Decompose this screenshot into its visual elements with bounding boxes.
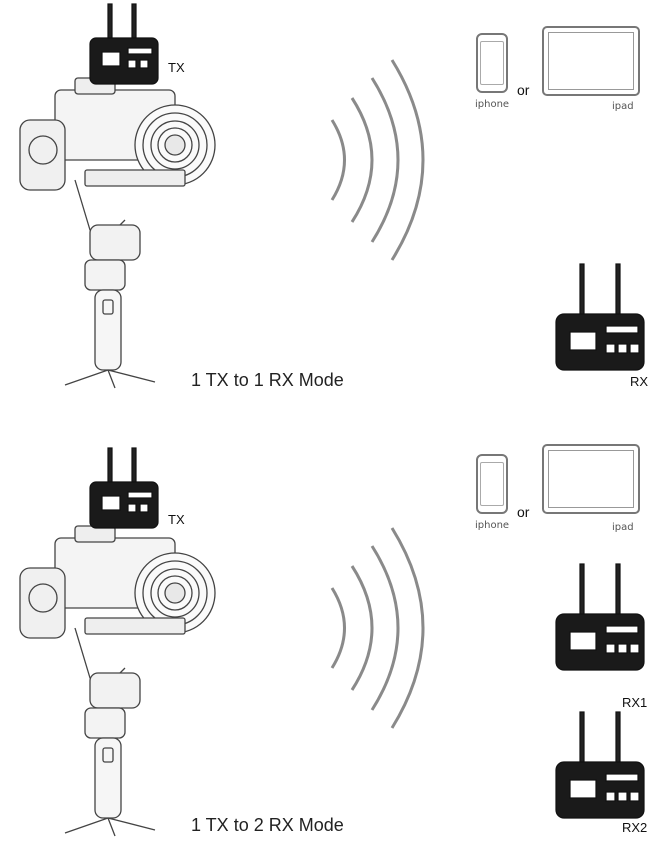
rx-label: RX [630, 374, 649, 389]
iphone-label: iphone [475, 99, 510, 110]
rx1-label: RX1 [622, 695, 648, 710]
iphone-device [476, 454, 508, 514]
iphone-label: iphone [475, 520, 510, 531]
rx2-label: RX2 [622, 820, 648, 835]
gimbal-camera-illustration [19, 77, 216, 389]
ipad-device [542, 444, 640, 514]
rx-receiver-device [555, 263, 645, 371]
mode-title: 1 TX to 2 RX Mode [191, 815, 344, 835]
ipad-label: ipad [612, 101, 634, 112]
mode-panel-1tx-2rx: TX iphone or ipad RX1 [0, 432, 672, 864]
mode-title: 1 TX to 1 RX Mode [191, 370, 344, 390]
ipad-label: ipad [612, 522, 634, 533]
wireless-signal-waves [330, 527, 425, 729]
wireless-signal-waves [330, 59, 425, 261]
rx1-receiver-device [555, 563, 645, 671]
mode-panel-1tx-1rx: TX iphone or ipad RX 1 TX to 1 RX Mode [0, 0, 672, 420]
rx2-receiver-device [555, 711, 645, 819]
tx-transmitter-device [89, 3, 159, 85]
or-label: or [517, 504, 530, 520]
tx-label: TX [168, 512, 185, 527]
ipad-device [542, 26, 640, 96]
iphone-device [476, 33, 508, 93]
tx-transmitter-device [89, 447, 159, 529]
gimbal-camera-illustration [19, 525, 216, 837]
tx-label: TX [168, 60, 185, 75]
or-label: or [517, 82, 530, 98]
